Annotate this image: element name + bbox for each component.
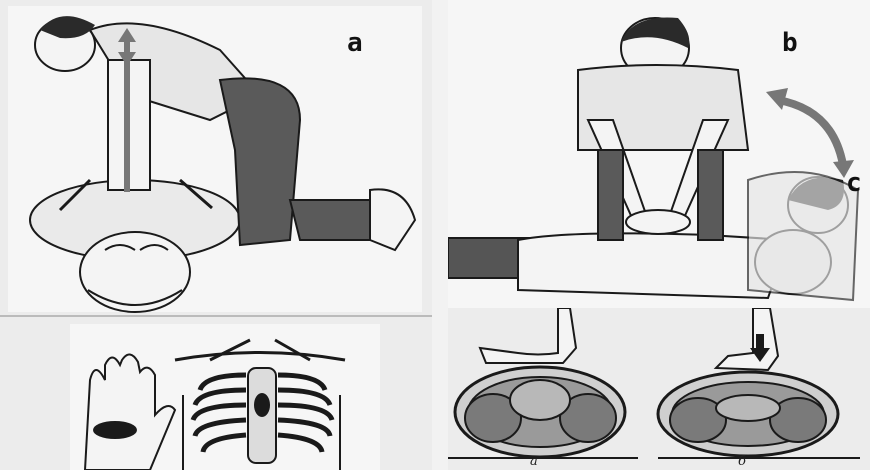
panel-cross-sections: a б <box>448 308 870 470</box>
panel-a-kneeling-compression: a <box>0 0 432 320</box>
label-a: a <box>347 28 363 58</box>
compression-point <box>254 393 270 417</box>
sublabel-left: a <box>530 454 538 469</box>
rescuer-b-hands <box>626 210 690 234</box>
panel-hand-and-ribcage <box>0 320 432 470</box>
heart-compressed <box>716 395 780 421</box>
rescuer-arm-right <box>128 60 150 190</box>
patient-head <box>80 232 190 312</box>
hand-heel-mark <box>93 421 137 439</box>
panel-b-side-view: b c <box>448 0 870 308</box>
sublabel-right: б <box>738 454 746 469</box>
label-c: c <box>846 168 862 198</box>
heart-uncompressed <box>510 380 570 420</box>
label-b: b <box>782 28 798 58</box>
